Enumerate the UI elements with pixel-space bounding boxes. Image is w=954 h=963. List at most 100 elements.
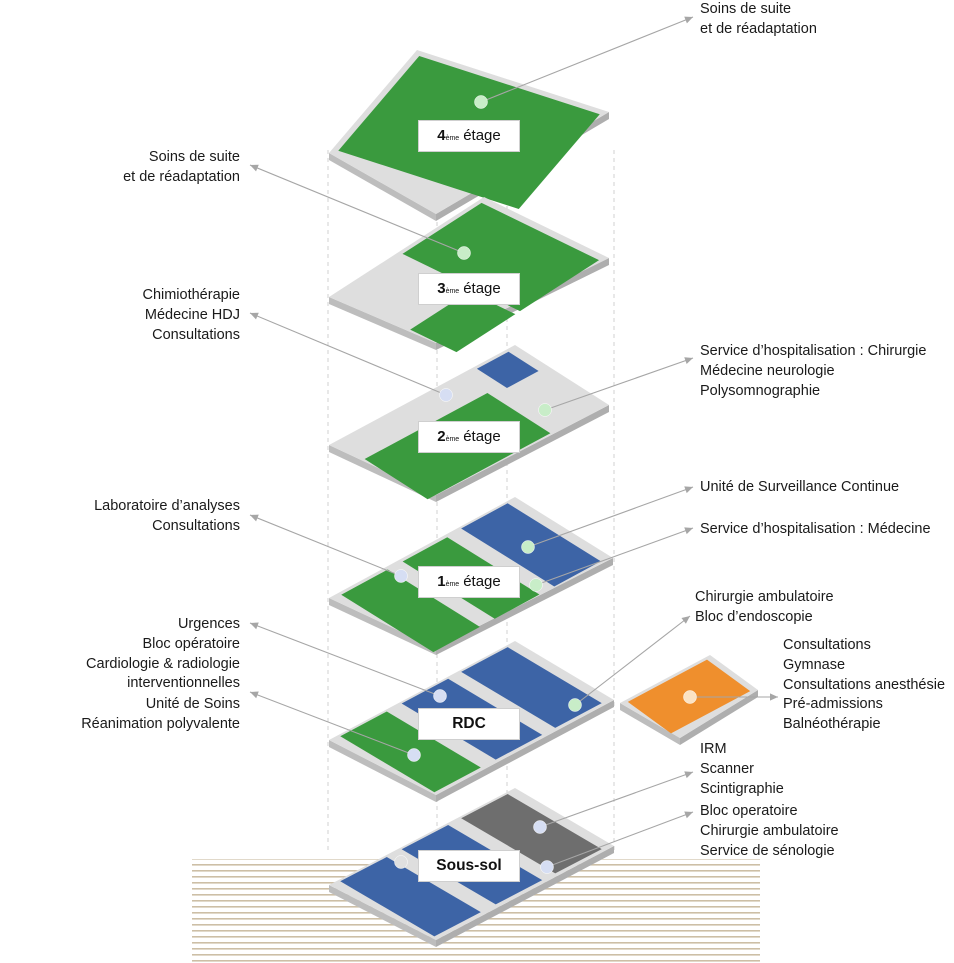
callout-line: Pré-admissions (783, 696, 883, 713)
leader-rdc-left-b-arrowhead (250, 691, 259, 699)
zone-ss-blue-b (340, 857, 481, 937)
callout-etage2-right: Service d’hospitalisation : Chirurgie Mé… (700, 342, 926, 401)
leader-etage2-right (544, 357, 694, 411)
floor-suffix: ème (445, 581, 460, 588)
marker-soussol-blue-a (533, 820, 547, 834)
slab-rdc-side-left (329, 740, 436, 802)
leader-etage1-left-arrowhead (250, 514, 259, 522)
slab-annex-side-left (620, 703, 680, 745)
floor-word: Sous-sol (436, 857, 502, 874)
callout-rdc-left-b: Unité de Soins Réanimation polyvalente (81, 695, 240, 735)
callout-line: Cardiologie & radiologie (86, 655, 240, 672)
callout-line: Bloc operatoire (700, 803, 798, 819)
callout-etage1-right-a: Unité de Surveillance Continue (700, 478, 899, 498)
floor-label-rdc: RDC (418, 708, 520, 740)
callout-soussol-right-a: IRM Scanner Scintigraphie (700, 740, 784, 799)
floor-word: RDC (452, 715, 486, 732)
callout-rdc-right: Chirurgie ambulatoire Bloc d’endoscopie (695, 588, 834, 628)
slab-4-side-left (329, 153, 436, 221)
zone-2-blue (476, 351, 539, 388)
callout-line: Soins de suite (700, 1, 792, 17)
callout-line: Gymnase (783, 656, 846, 673)
callout-line: Médecine HDJ (144, 306, 240, 323)
callout-line: Bloc d’endoscopie (695, 608, 813, 625)
callout-line: Service d’hospitalisation : Chirurgie (700, 343, 927, 359)
callout-line: Unité de Soins (145, 696, 240, 712)
marker-soussol-blue-b (540, 860, 554, 874)
callout-line: Médecine neurologie (700, 362, 835, 379)
callout-line: Consultations (783, 637, 871, 653)
leader-soussol-right-a (539, 771, 694, 828)
leader-rdc-left-a-arrowhead (250, 622, 259, 630)
leader-soussol-right-a-arrowhead (684, 771, 693, 779)
zone-rdc-blue-a (461, 647, 602, 728)
marker-etage3 (457, 246, 471, 260)
marker-etage2-green (538, 403, 552, 417)
callout-line: Chimiothérapie (142, 287, 240, 303)
marker-soussol-gray (394, 855, 408, 869)
callout-soussol-right-b: Bloc operatoire Chirurgie ambulatoire Se… (700, 802, 839, 861)
leader-etage2-right-arrowhead (684, 357, 693, 365)
callout-line: Laboratoire d’analyses (94, 498, 240, 514)
callout-line: Urgences (177, 616, 240, 632)
floor-word: étage (463, 127, 501, 144)
leader-soussol-right-b (546, 811, 694, 868)
marker-rdc-green (568, 698, 582, 712)
marker-etage1-green-b (529, 578, 543, 592)
leader-etage2-left-arrowhead (250, 312, 259, 320)
callout-rdc-left-a: Urgences Bloc opératoire Cardiologie & r… (86, 615, 240, 694)
leader-etage1-right-a-arrowhead (684, 486, 693, 494)
floor-word: étage (463, 428, 501, 445)
slab-soussol-side-right (436, 846, 614, 947)
callout-etage1-right-b: Service d’hospitalisation : Médecine (700, 520, 931, 540)
callout-line: Consultations anesthésie (783, 676, 946, 693)
leader-etage1-right-a (527, 486, 694, 548)
callout-line: Consultations (152, 517, 240, 534)
callout-annex-right: Consultations Gymnase Consultations anes… (783, 636, 945, 735)
floor-number: 1 (437, 573, 446, 590)
callout-line: interventionnelles (127, 675, 240, 692)
floor-suffix: ème (445, 288, 460, 295)
leader-etage1-left (249, 514, 402, 577)
marker-rdc-blue-a (433, 689, 447, 703)
slab-rdc-side-right (436, 700, 614, 802)
leader-etage3-arrowhead (250, 164, 259, 172)
leader-etage1-right-b (535, 527, 694, 586)
leader-etage3 (249, 164, 465, 254)
leader-rdc-left-a (249, 622, 441, 697)
slab-soussol-side-left (329, 885, 436, 947)
floor-suffix: ème (445, 436, 460, 443)
leader-rdc-right-arrowhead (681, 616, 690, 624)
callout-line: Scintigraphie (700, 780, 784, 797)
slab-3-side-left (329, 297, 436, 350)
marker-etage1-blue (394, 569, 408, 583)
callout-line: Service d’hospitalisation : Médecine (700, 521, 931, 537)
callout-line: Service de sénologie (700, 842, 835, 859)
zone-3-green-top (402, 202, 600, 312)
floor-suffix: ème (445, 135, 460, 142)
floor-number: 3 (437, 280, 446, 297)
leader-etage4 (480, 16, 694, 103)
callout-line: et de réadaptation (123, 168, 240, 185)
zone-1-green-b (341, 569, 480, 653)
marker-etage2-blue (439, 388, 453, 402)
leader-soussol-right-b-arrowhead (684, 811, 693, 819)
callout-line: IRM (700, 741, 727, 757)
callout-etage1-left: Laboratoire d’analyses Consultations (94, 497, 240, 537)
slab-1-side-right (436, 558, 613, 655)
marker-annex (683, 690, 697, 704)
callout-line: Chirurgie ambulatoire (700, 822, 839, 839)
floor-slabs (329, 50, 758, 947)
leader-rdc-right (574, 615, 691, 706)
callout-line: Réanimation polyvalente (81, 715, 240, 732)
callout-etage4-right: Soins de suite et de réadaptation (700, 0, 817, 40)
callout-line: Balnéothérapie (783, 716, 881, 733)
zone-3-green-bottom (410, 291, 516, 353)
callout-line: Consultations (152, 326, 240, 343)
service-markers (394, 95, 697, 874)
slab-1-side-left (329, 598, 436, 655)
